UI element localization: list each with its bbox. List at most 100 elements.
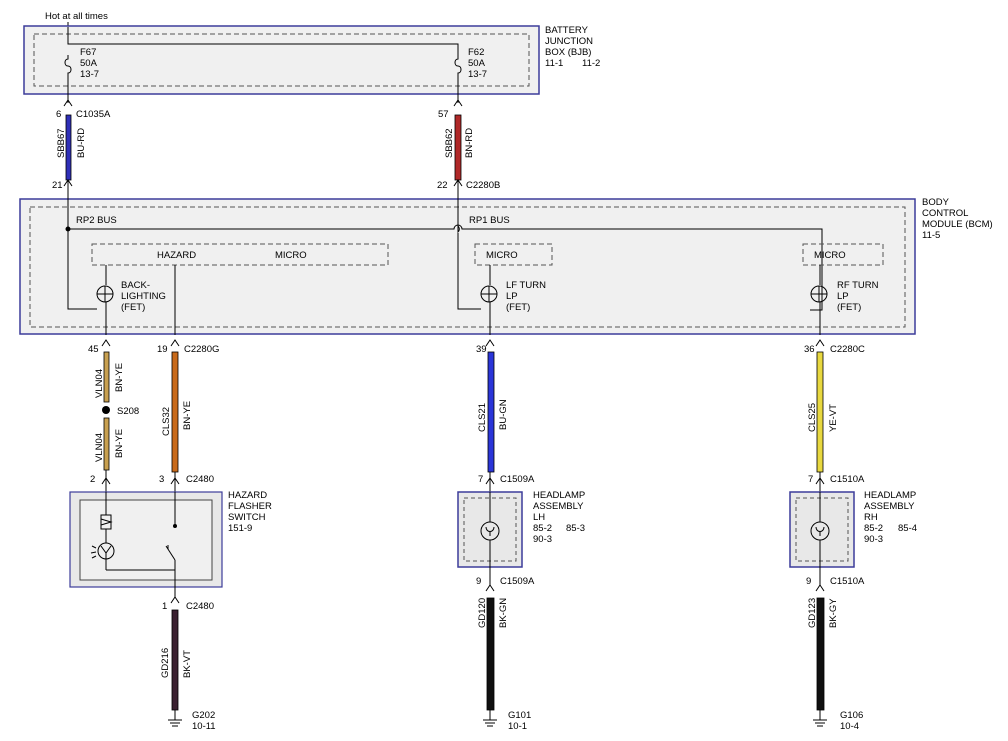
hazard-micro-box bbox=[91, 243, 389, 266]
hazard-switch-line2: FLASHER bbox=[228, 501, 272, 512]
hazard-switch-line3: SWITCH bbox=[228, 512, 266, 523]
wire-sbb62-circuit: SBB62 bbox=[444, 128, 455, 158]
fet-backlighting-line2: LIGHTING bbox=[121, 291, 166, 302]
connector-pin-39: 39 bbox=[476, 344, 487, 355]
resistor-icon bbox=[100, 492, 113, 543]
headlamp-rh-ref1: 85-2 bbox=[864, 523, 883, 534]
switch-contact-icon bbox=[165, 492, 177, 597]
battery-junction-box bbox=[23, 25, 540, 95]
bcm-title-line3: MODULE (BCM) bbox=[922, 219, 993, 230]
connector-c1509a-pin9: 9 bbox=[476, 576, 481, 587]
wire-gd123 bbox=[813, 584, 827, 727]
bjb-title-line1: BATTERY bbox=[545, 25, 589, 36]
fet-backlighting-line1: BACK- bbox=[121, 280, 150, 291]
wire-gd123-color: BK-GY bbox=[828, 598, 839, 628]
wire-cls21-color: BU-GN bbox=[498, 399, 509, 430]
wire-cls25-circuit: CLS25 bbox=[807, 403, 818, 432]
ground-g101-ref: 10-1 bbox=[508, 721, 527, 732]
fet-rf-line3: (FET) bbox=[837, 302, 861, 313]
headlamp-rh-line2: ASSEMBLY bbox=[864, 501, 915, 512]
hot-at-all-times-label: Hot at all times bbox=[45, 11, 108, 22]
fuse-f62-rating: 50A bbox=[468, 58, 486, 69]
fet-backlighting-line3: (FET) bbox=[121, 302, 145, 313]
wire-gd120-color: BK-GN bbox=[498, 598, 509, 628]
connector-c2480-name: C2480 bbox=[186, 474, 214, 485]
connector-c1509a-name-top: C1509A bbox=[500, 474, 535, 485]
fet-rf-turn-icon bbox=[810, 265, 828, 335]
connector-c1509a-name-bottom: C1509A bbox=[500, 576, 535, 587]
bcm-page-ref: 11-5 bbox=[922, 230, 940, 241]
fuse-f67-rating: 50A bbox=[80, 58, 98, 69]
bus-lines bbox=[65, 198, 823, 311]
connector-c1509a-pin7: 7 bbox=[478, 474, 483, 485]
bjb-page-ref: 11-1 bbox=[545, 58, 563, 69]
fet-lf-line2: LP bbox=[506, 291, 518, 302]
headlamp-lh-ref3: 90-3 bbox=[533, 534, 552, 545]
connector-c1035a-name: C1035A bbox=[76, 109, 111, 120]
ground-g202-name: G202 bbox=[192, 710, 215, 721]
wire-gd123-circuit: GD123 bbox=[807, 598, 818, 628]
wire-gd216 bbox=[168, 596, 182, 727]
connector-c2480-pin1-name: C2480 bbox=[186, 601, 214, 612]
ground-g101-icon bbox=[483, 719, 497, 727]
wire-vln04-upper bbox=[101, 339, 111, 492]
connector-c1035a-pin: 6 bbox=[56, 109, 61, 120]
connector-c2480-pin3: 3 bbox=[159, 474, 164, 485]
fuse-f62-icon bbox=[454, 55, 462, 103]
bcm-pin-21: 21 bbox=[52, 180, 63, 191]
wire-sbb67 bbox=[63, 99, 73, 198]
wire-sbb62 bbox=[453, 99, 463, 198]
bjb-page-ref-2: 11-2 bbox=[582, 58, 600, 69]
fet-rf-line1: RF TURN bbox=[837, 280, 879, 291]
connector-c2280g-name: C2280G bbox=[184, 344, 219, 355]
wire-sbb67-circuit: SBB67 bbox=[56, 128, 67, 158]
wire-cls32-circuit: CLS32 bbox=[161, 407, 172, 436]
splice-s208-icon bbox=[102, 406, 110, 414]
connector-c2280c-name: C2280C bbox=[830, 344, 865, 355]
wire-vln04-upper-circuit: VLN04 bbox=[94, 369, 105, 398]
headlamp-rh-ref3: 90-3 bbox=[864, 534, 883, 545]
headlamp-lh-line3: LH bbox=[533, 512, 545, 523]
lf-micro-box bbox=[474, 243, 553, 266]
connector-c1510a-pin9: 9 bbox=[806, 576, 811, 587]
wire-cls32 bbox=[170, 339, 180, 492]
connector-c2280b-pin: 22 bbox=[437, 180, 448, 191]
fuse-f62-ref: 13-7 bbox=[468, 69, 487, 80]
connector-c1510a-name-bottom: C1510A bbox=[830, 576, 865, 587]
headlamp-rh-line1: HEADLAMP bbox=[864, 490, 916, 501]
wire-gd120-circuit: GD120 bbox=[477, 598, 488, 628]
connector-c2280g-pin: 19 bbox=[157, 344, 168, 355]
wire-sbb62-color: BN-RD bbox=[464, 128, 475, 158]
wire-cls25-color: YE-VT bbox=[828, 404, 839, 432]
fuse-f67-icon bbox=[64, 55, 72, 103]
headlamp-rh-line3: RH bbox=[864, 512, 878, 523]
wire-gd120 bbox=[483, 584, 497, 727]
fet-lf-turn-icon bbox=[480, 265, 498, 335]
connector-c2480-pin1: 1 bbox=[162, 601, 167, 612]
headlamp-rh-ref2: 85-4 bbox=[898, 523, 917, 534]
headlamp-lh-line2: ASSEMBLY bbox=[533, 501, 584, 512]
hazard-box-label: HAZARD bbox=[157, 250, 196, 261]
hazard-switch-ref: 151-9 bbox=[228, 523, 252, 534]
wire-sbb67-color: BU-RD bbox=[76, 128, 87, 158]
ground-g106-name: G106 bbox=[840, 710, 863, 721]
headlamp-assembly-lh bbox=[457, 491, 523, 585]
rf-micro-label: MICRO bbox=[814, 250, 846, 261]
rf-micro-box bbox=[802, 243, 884, 266]
hazard-switch-line1: HAZARD bbox=[228, 490, 267, 501]
wire-cls32-color: BN-YE bbox=[182, 401, 193, 430]
indicator-lamp-icon bbox=[90, 542, 115, 570]
bjb-title-line3: BOX (BJB) bbox=[545, 47, 591, 58]
hazard-flasher-switch bbox=[69, 491, 223, 597]
bcm-title-line2: CONTROL bbox=[922, 208, 968, 219]
fet-rf-line2: LP bbox=[837, 291, 849, 302]
headlamp-lh-ref1: 85-2 bbox=[533, 523, 552, 534]
fet-lf-line3: (FET) bbox=[506, 302, 530, 313]
splice-s208-label: S208 bbox=[117, 406, 139, 417]
ground-g202-ref: 10-11 bbox=[192, 721, 216, 732]
fuse-f67-ref: 13-7 bbox=[80, 69, 99, 80]
wire-vln04-lower-color: BN-YE bbox=[114, 429, 125, 458]
wire-cls21 bbox=[485, 339, 495, 492]
headlamp-lh-line1: HEADLAMP bbox=[533, 490, 585, 501]
